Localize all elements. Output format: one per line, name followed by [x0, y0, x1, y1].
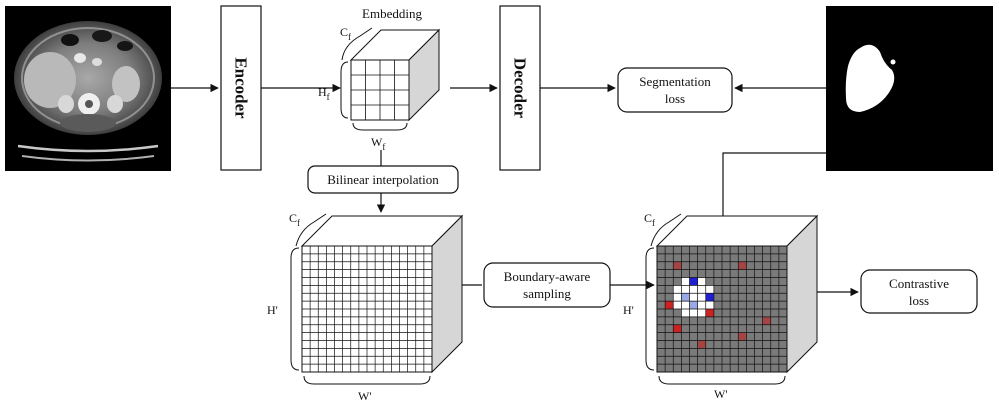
foreground-cell: [673, 293, 682, 302]
hf-brace: [340, 61, 349, 119]
segmentation-mask-image: [826, 6, 993, 171]
decoder-block: Decoder: [499, 5, 541, 171]
wprime-brace-left: [303, 375, 431, 385]
foreground-cell: [705, 301, 714, 309]
segmentation-loss-line2: loss: [665, 91, 685, 106]
foreground-cell: [697, 301, 706, 309]
negative-sample-cell: [673, 324, 682, 333]
contrastive-loss-line1: Contrastive: [889, 276, 949, 291]
foreground-cell: [689, 285, 698, 294]
segmentation-loss-line1: Segmentation: [639, 74, 711, 89]
foreground-cell: [689, 309, 698, 317]
bilinear-interpolation-label: Bilinear interpolation: [327, 172, 439, 187]
foreground-cell: [697, 277, 706, 286]
hprime-label-right: H': [623, 303, 634, 317]
positive-sample-cell: [689, 301, 698, 309]
negative-sample-cell: [697, 340, 706, 349]
hprime-label-left: H': [267, 303, 278, 317]
foreground-cell: [705, 285, 714, 294]
foreground-cell: [697, 309, 706, 317]
negative-sample-cell: [738, 332, 747, 341]
bilinear-interpolation-box: Bilinear interpolation: [307, 165, 459, 194]
cf-label-small: Cf: [340, 25, 351, 42]
foreground-cell: [673, 301, 682, 309]
cf-brace-right: [650, 213, 682, 247]
negative-sample-cell: [673, 261, 682, 270]
foreground-cell: [681, 301, 690, 309]
foreground-cell: [697, 285, 706, 294]
negative-sample-cell: [665, 301, 674, 309]
negative-sample-cell: [762, 316, 771, 325]
sampled-embedding-cube: [655, 214, 819, 374]
wprime-brace-right: [658, 375, 786, 385]
foreground-cell: [673, 285, 682, 294]
ct-scan-image: [5, 6, 171, 171]
decoder-label: Decoder: [511, 58, 530, 119]
positive-sample-cell: [689, 277, 698, 286]
contrastive-loss-line2: loss: [909, 293, 929, 308]
hf-label: Hf: [318, 85, 330, 102]
positive-sample-cell: [681, 293, 690, 302]
positive-sample-cell: [705, 293, 714, 302]
foreground-cell: [681, 309, 690, 317]
cf-brace-left: [295, 213, 327, 247]
cf-label-left: Cf: [289, 211, 300, 228]
boundary-sampling-line2: sampling: [523, 286, 571, 301]
negative-sample-cell: [738, 261, 747, 270]
boundary-aware-sampling-box: Boundary-aware sampling: [483, 262, 611, 308]
wprime-label-left: W': [358, 389, 372, 403]
foreground-cell: [681, 277, 690, 286]
embedding-cube: [349, 28, 441, 122]
cf-label-right: Cf: [644, 211, 655, 228]
foreground-cell: [689, 293, 698, 302]
foreground-cell: [681, 285, 690, 294]
wf-label: Wf: [371, 135, 385, 152]
cf-brace-small: [341, 27, 373, 61]
upsampled-embedding-cube: [300, 214, 464, 374]
segmentation-loss-box: Segmentation loss: [617, 67, 733, 113]
foreground-cell: [697, 293, 706, 302]
wf-brace: [352, 122, 408, 131]
contrastive-loss-box: Contrastive loss: [860, 269, 978, 314]
wprime-label-right: W': [714, 387, 728, 401]
boundary-sampling-line1: Boundary-aware: [504, 269, 591, 284]
embedding-label: Embedding: [362, 6, 422, 21]
encoder-block: Encoder: [220, 5, 262, 171]
hprime-brace-left: [290, 247, 300, 371]
encoder-label: Encoder: [232, 57, 251, 119]
hprime-brace-right: [645, 247, 655, 371]
negative-sample-cell: [705, 309, 714, 317]
